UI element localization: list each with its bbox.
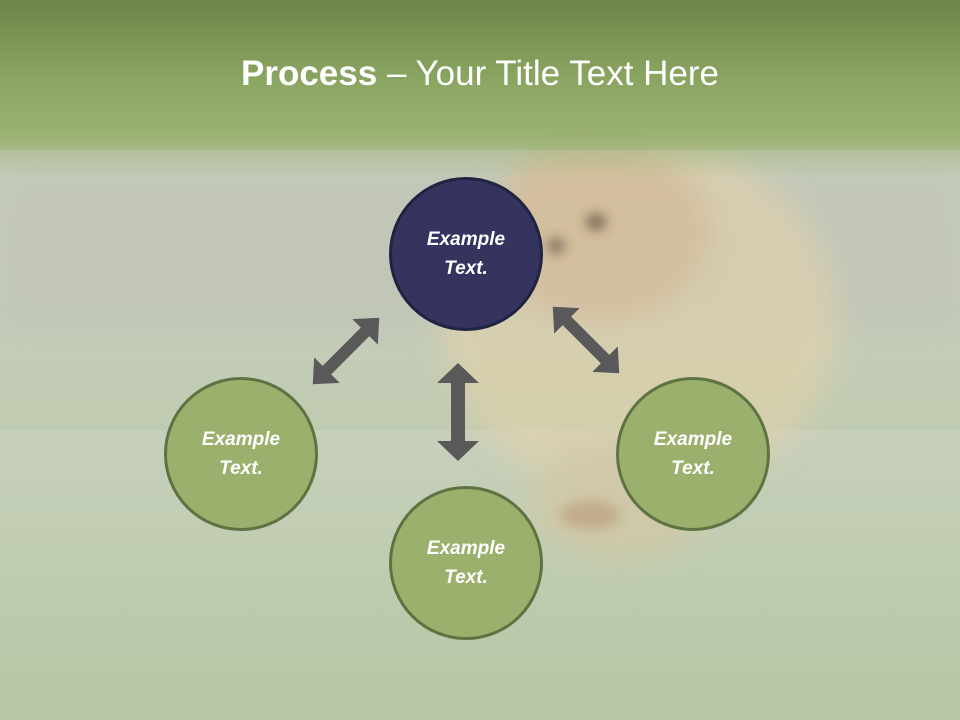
node-label-top: Example Text. <box>426 229 506 279</box>
process-node-left[interactable]: Example Text. <box>164 377 318 531</box>
process-node-top[interactable]: Example Text. <box>389 177 543 331</box>
node-label-left: Example Text. <box>201 429 281 479</box>
header-band-fade <box>0 120 960 180</box>
process-node-right[interactable]: Example Text. <box>616 377 770 531</box>
arrow-vertical <box>437 363 479 461</box>
arrow-top-left <box>312 317 380 385</box>
title-rest: – Your Title Text Here <box>377 54 719 93</box>
node-label-bottom: Example Text. <box>426 538 506 588</box>
arrow-top-right <box>552 306 620 374</box>
process-node-bottom[interactable]: Example Text. <box>389 486 543 640</box>
slide-title: Process – Your Title Text Here <box>0 52 960 96</box>
node-label-right: Example Text. <box>653 429 733 479</box>
title-bold: Process <box>241 54 378 93</box>
